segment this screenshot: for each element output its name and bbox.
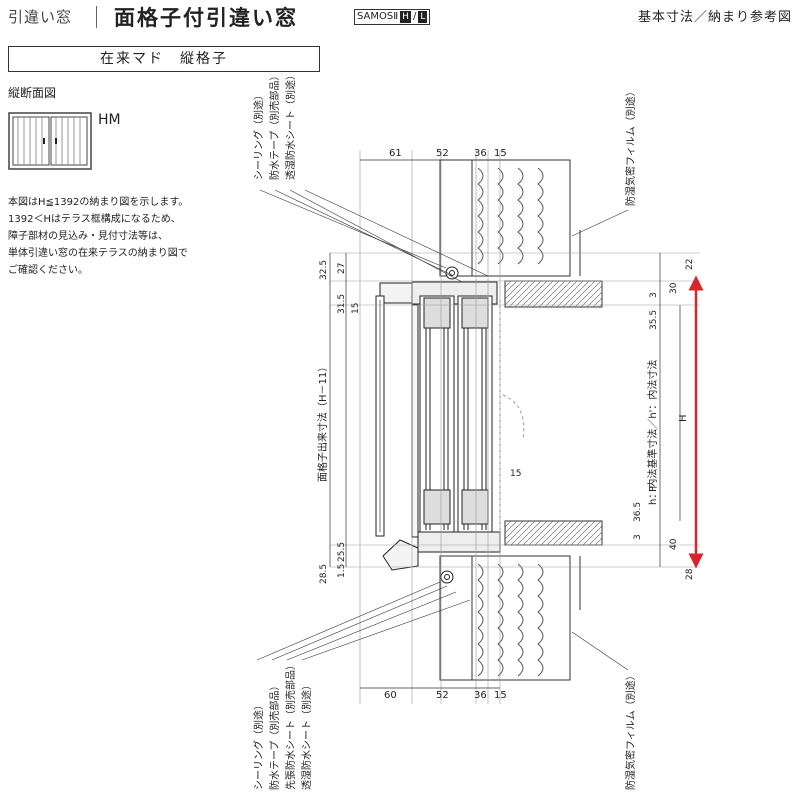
subheader-box: 在来マド 縦格子 [8,46,320,72]
badge-h: H [400,11,411,23]
callout-right-bottom-film: 防湿気密フィルム（別途） [624,670,637,790]
dimension-lines [329,159,681,689]
note-line: 単体引違い窓の在来テラスの納まり図で [8,248,188,259]
badge-l: L [418,11,428,23]
page-tag: 基本寸法／納まり参考図 [637,10,792,25]
dim-right-3-top: 3 [649,292,659,298]
dim-top-61: 61 [389,148,402,159]
callout-bottom-breathable-sheet: 透湿防水シート（別途） [300,680,313,790]
dim-right-22: 22 [685,259,695,270]
callout-top-breathable-sheet: 透湿防水シート（別途） [284,70,297,180]
p-label: P [648,486,659,492]
callout-top-waterproof-tape: 防水テープ（別売部品） [268,71,281,180]
badge-series: SAMOSⅡ [357,11,399,22]
model-code: HM [98,112,121,128]
note-line: 1392＜Hはテラス框構成になるため、 [8,214,181,225]
callout-top-sealing: シーリング（別途） [252,90,265,180]
dim-left-25-5: 25.5 [337,542,347,562]
header-lumber [504,280,603,308]
dim-bottom-15: 15 [494,690,507,701]
reference-lines [330,150,700,704]
h-label: H [678,414,689,422]
dim-bottom-52: 52 [436,690,449,701]
dim-mid-15: 15 [510,469,521,479]
dim-bottom-36: 36 [474,690,487,701]
dim-right-28: 28 [685,568,695,580]
dim-left-31-5: 31.5 [337,294,347,314]
section-label: 縦断面図 [8,86,57,100]
dim-right-35-5: 35.5 [649,310,659,330]
note-line: 本図はH≦1392の納まり図を示します。 [8,197,189,208]
dim-bottom-60: 60 [384,690,397,701]
note-line: 障子部材の見込み・見付寸法等は、 [8,231,168,242]
callout-right-top-film: 防湿気密フィルム（別途） [624,86,637,206]
right-vertical-label: h：内法基準寸法／h'：内法寸法 [646,360,659,505]
badge-slash: / [412,11,417,22]
sill-lumber [504,520,603,546]
series-badge: SAMOSⅡ H / L [354,9,431,25]
callout-bottom-pre-sheet: 先張防水シート（別売部品） [284,660,297,790]
dim-right-30: 30 [669,282,679,294]
note-line: ご確認ください。 [8,265,88,276]
window-frame-section [375,281,525,571]
dim-left-28-5: 28.5 [319,564,329,584]
category-label: 引違い窓 [8,8,73,26]
upper-wall [439,159,581,277]
header-divider [96,6,97,28]
dim-top-52: 52 [436,148,449,159]
callout-leaders [256,189,629,671]
dim-left-1-5: 1.5 [337,564,347,578]
dim-right-40: 40 [669,538,679,550]
left-vertical-label: 面格子出来寸法（H－11） [316,362,329,482]
window-elevation-icon [8,112,92,170]
dim-left-15: 15 [351,303,361,314]
callout-bottom-waterproof-tape: 防水テープ（別売部品） [268,681,281,790]
dim-top-15: 15 [494,148,507,159]
dim-right-36-5: 36.5 [633,502,643,522]
page-title: 面格子付引違い窓 [114,6,298,30]
dim-right-3-bottom: 3 [633,534,643,540]
dim-left-32-5: 32.5 [319,260,329,280]
dim-left-27: 27 [337,263,347,274]
note-block: 本図はH≦1392の納まり図を示します。 1392＜Hはテラス框構成になるため、… [8,194,268,279]
lower-wall [439,555,581,681]
dim-top-36: 36 [474,148,487,159]
callout-bottom-sealing: シーリング（別途） [252,700,265,790]
